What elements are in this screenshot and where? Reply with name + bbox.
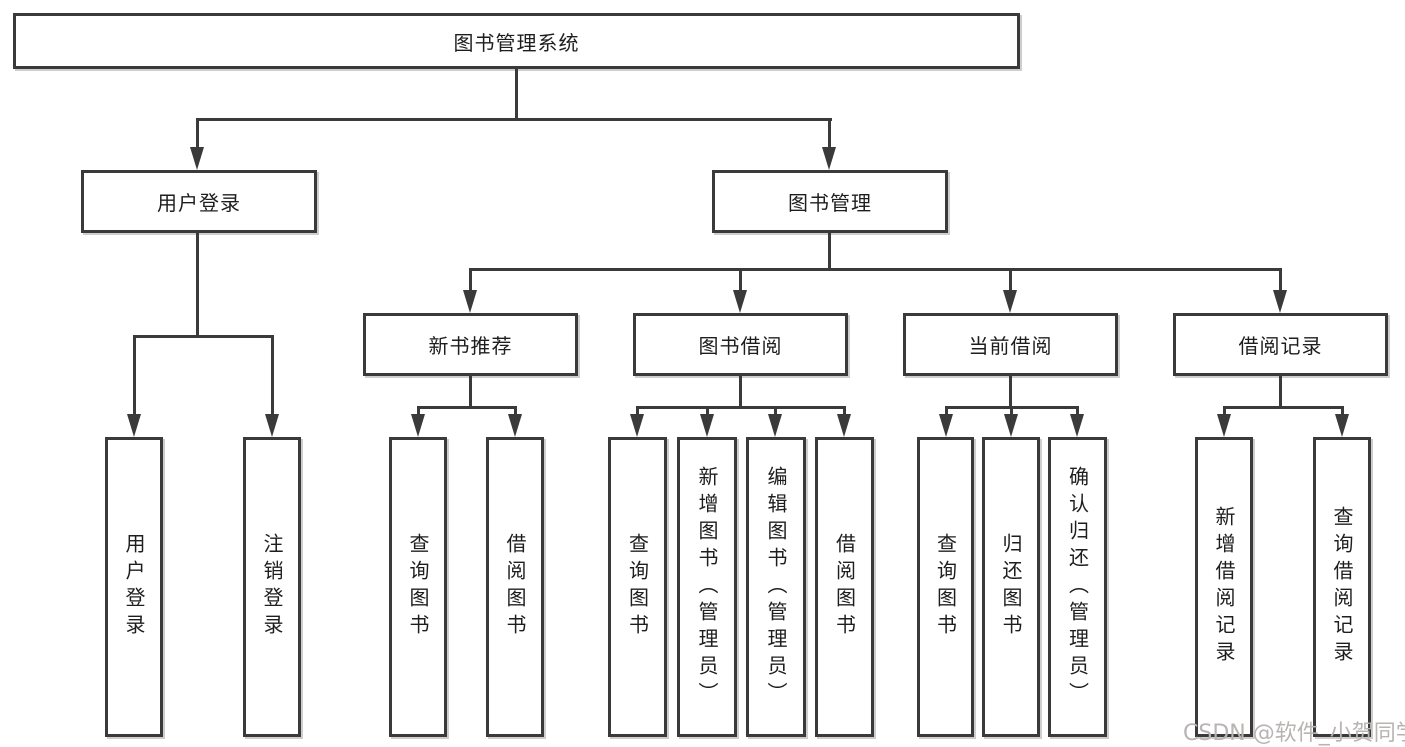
- node-user-login: 用户登录: [81, 170, 317, 233]
- arrowhead-down-icon: [1004, 414, 1018, 437]
- connector: [196, 233, 199, 337]
- connector: [1341, 406, 1344, 416]
- leaf-user-login: 用户登录: [105, 437, 163, 737]
- connector: [828, 118, 831, 150]
- connector: [133, 335, 274, 338]
- arrowhead-down-icon: [127, 414, 141, 437]
- connector: [417, 406, 517, 409]
- connector: [706, 406, 709, 416]
- leaf-logout-login: 注销登录: [243, 437, 301, 737]
- node-book-management: 图书管理: [712, 170, 948, 233]
- leaf-borrowing-add-books-admin: 新增图书（管理员）: [677, 437, 737, 737]
- arrowhead-down-icon: [1070, 414, 1084, 437]
- arrowhead-down-icon: [1217, 414, 1231, 437]
- arrowhead-down-icon: [700, 414, 714, 437]
- connector: [514, 406, 517, 416]
- node-book-borrowing: 图书借阅: [633, 313, 848, 376]
- arrowhead-down-icon: [837, 414, 851, 437]
- connector: [1279, 268, 1282, 292]
- connector: [196, 118, 199, 150]
- connector: [945, 406, 948, 416]
- connector: [1223, 406, 1344, 409]
- connector: [739, 268, 742, 292]
- leaf-borrowing-query-books: 查询图书: [608, 437, 667, 737]
- leaf-current-confirm-return-admin: 确认归还（管理员）: [1048, 437, 1107, 737]
- connector: [1009, 268, 1012, 292]
- connector: [469, 268, 472, 292]
- csdn-watermark: CSDN @软件_小贺同学: [1183, 721, 1405, 746]
- connector: [515, 69, 518, 119]
- arrowhead-down-icon: [463, 290, 477, 313]
- arrowhead-down-icon: [1273, 290, 1287, 313]
- leaf-borrowing-borrow-books: 借阅图书: [815, 437, 874, 737]
- connector: [828, 233, 831, 271]
- arrowhead-down-icon: [939, 414, 953, 437]
- leaf-current-query-books: 查询图书: [917, 437, 974, 737]
- arrowhead-down-icon: [190, 147, 204, 170]
- node-library-management-system: 图书管理系统: [13, 13, 1020, 69]
- leaf-current-return-books: 归还图书: [982, 437, 1040, 737]
- connector: [1279, 376, 1282, 409]
- connector: [636, 406, 846, 409]
- connector: [1010, 406, 1013, 416]
- connector: [271, 335, 274, 415]
- arrowhead-down-icon: [822, 147, 836, 170]
- connector: [1223, 406, 1226, 416]
- connector: [843, 406, 846, 416]
- arrowhead-down-icon: [1003, 290, 1017, 313]
- connector: [774, 406, 777, 416]
- arrowhead-down-icon: [411, 414, 425, 437]
- connector: [739, 376, 742, 409]
- connector: [1076, 406, 1079, 416]
- arrowhead-down-icon: [768, 414, 782, 437]
- node-borrow-records: 借阅记录: [1173, 313, 1388, 376]
- leaf-records-add-borrow-record: 新增借阅记录: [1195, 437, 1253, 737]
- node-current-borrowing: 当前借阅: [903, 313, 1118, 376]
- leaf-records-query-borrow-record: 查询借阅记录: [1313, 437, 1371, 737]
- connector: [196, 118, 832, 121]
- connector: [469, 268, 1282, 271]
- leaf-recommend-borrow-books: 借阅图书: [486, 437, 544, 737]
- leaf-recommend-query-books: 查询图书: [389, 437, 447, 737]
- node-new-book-recommendation: 新书推荐: [363, 313, 578, 376]
- arrowhead-down-icon: [1335, 414, 1349, 437]
- arrowhead-down-icon: [630, 414, 644, 437]
- connector: [636, 406, 639, 416]
- arrowhead-down-icon: [508, 414, 522, 437]
- connector: [417, 406, 420, 416]
- arrowhead-down-icon: [265, 414, 279, 437]
- connector: [133, 335, 136, 415]
- leaf-borrowing-edit-books-admin: 编辑图书（管理员）: [746, 437, 806, 737]
- arrowhead-down-icon: [733, 290, 747, 313]
- connector: [1009, 376, 1012, 409]
- connector: [469, 376, 472, 409]
